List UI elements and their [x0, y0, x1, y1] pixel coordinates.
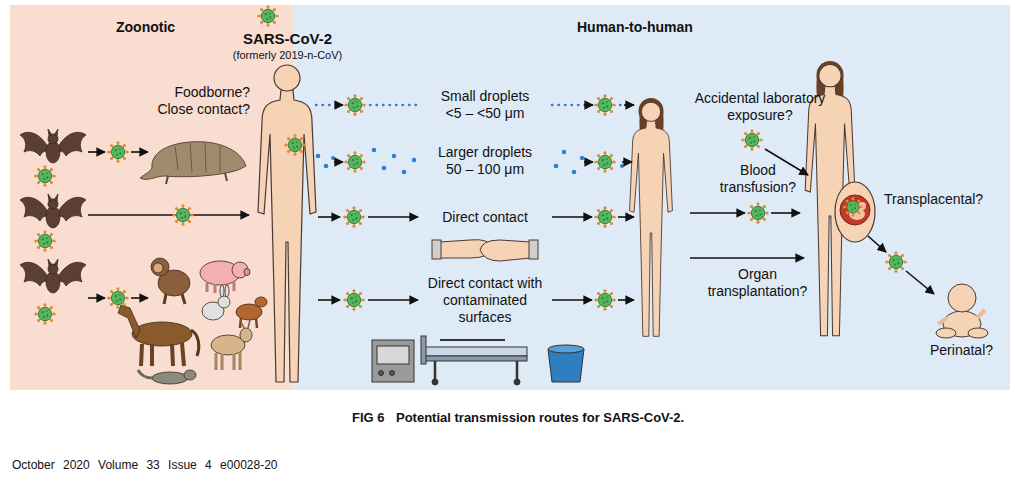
label-holder: (formerly 2019-n-CoV) — [225, 49, 350, 62]
label-holder: Foodborne? Close contact? — [145, 84, 250, 118]
label-holder: Perinatal? — [930, 342, 1010, 359]
zoonotic-arrows — [88, 152, 249, 298]
region-heading: Zoonotic — [116, 19, 175, 36]
label-holder: Transplacental? — [884, 191, 1004, 208]
surfaces — [372, 336, 584, 385]
label-holder: FIG 6 — [352, 410, 396, 426]
handshake — [432, 240, 538, 261]
label-holder: Blood transfusion? — [708, 162, 808, 196]
journal-footer: October 2020 Volume 33 Issue 4 e00028-20 — [12, 458, 412, 472]
label-holder: Larger droplets 50 – 100 μm — [435, 144, 535, 178]
bat-group — [20, 129, 86, 293]
virus-name: SARS-CoV-2 — [225, 30, 350, 48]
route-label: Organ transplantation? — [700, 266, 815, 300]
figure-number: FIG 6 — [352, 410, 396, 426]
label-holder: Organ transplantation? — [700, 266, 815, 300]
route-label: Small droplets <5 – <50 μm — [435, 88, 535, 122]
baby — [936, 284, 988, 338]
region-heading: Human-to-human — [577, 19, 693, 36]
route-label: Accidental laboratory exposure? — [685, 90, 835, 124]
route-label: Blood transfusion? — [708, 162, 808, 196]
label-holder: October 2020 Volume 33 Issue 4 e00028-20 — [12, 458, 412, 472]
route-label: Perinatal? — [930, 342, 1010, 359]
label-holder: Direct contact — [435, 209, 535, 226]
virus-particles — [34, 5, 906, 324]
pangolin — [140, 142, 246, 184]
caption-holder: Potential transmission routes for SARS-C… — [396, 410, 796, 426]
label-holder: Small droplets <5 – <50 μm — [435, 88, 535, 122]
figure-caption: Potential transmission routes for SARS-C… — [396, 410, 796, 426]
virus-note: (formerly 2019-n-CoV) — [225, 49, 350, 62]
animal-group — [118, 258, 267, 384]
label-holder: SARS-CoV-2 — [225, 30, 350, 48]
route-label: Direct contact — [435, 209, 535, 226]
human-figures — [258, 61, 875, 382]
route-label: Transplacental? — [884, 191, 1004, 208]
route-label: Larger droplets 50 – 100 μm — [435, 144, 535, 178]
label-holder: Accidental laboratory exposure? — [685, 90, 835, 124]
label-holder: Direct contact with contaminated surface… — [427, 275, 543, 325]
human-arrows — [318, 105, 934, 300]
route-label: Foodborne? Close contact? — [145, 84, 250, 118]
route-label: Direct contact with contaminated surface… — [427, 275, 543, 325]
